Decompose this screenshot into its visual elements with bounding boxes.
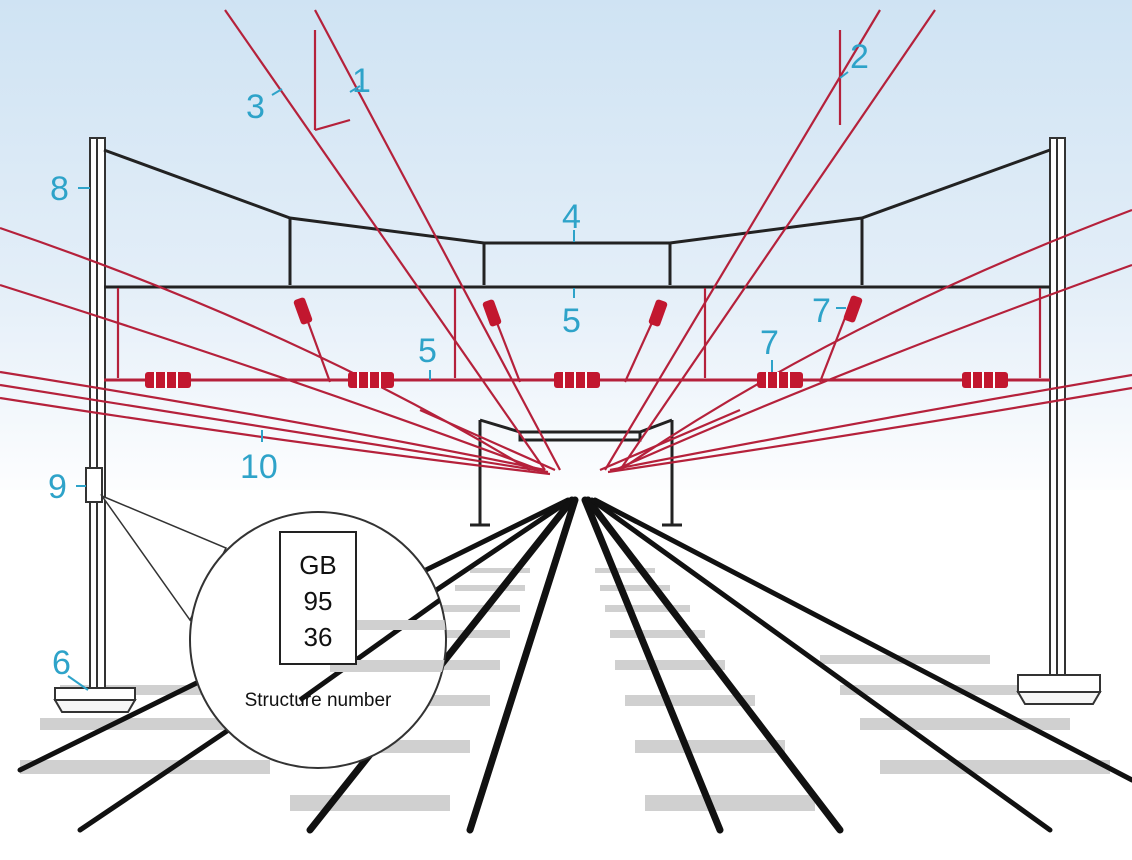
callout-1: 1 <box>352 62 371 100</box>
catenary-wires <box>0 9 1132 476</box>
callout-5-upper: 5 <box>562 302 581 340</box>
callout-4: 4 <box>562 198 581 236</box>
plate-line-3: 36 <box>304 622 333 652</box>
plate-line-2: 95 <box>304 586 333 616</box>
plate-line-1: GB <box>299 550 337 580</box>
callout-5-lower: 5 <box>418 332 437 370</box>
callout-6: 6 <box>52 644 71 682</box>
callout-7-upper: 7 <box>812 292 831 330</box>
right-mast <box>1016 137 1102 705</box>
insulator-ridges <box>154 372 995 388</box>
sky <box>0 0 1132 510</box>
callouts: 1 2 3 4 5 5 6 7 7 8 9 10 <box>48 38 869 691</box>
cross-span-insulators <box>145 372 1008 388</box>
callout-3: 3 <box>246 88 265 126</box>
callout-2: 2 <box>850 38 869 76</box>
structure-number-plate <box>85 467 103 503</box>
headspan-wire <box>103 148 1051 289</box>
structure-number-caption: Structure number <box>245 690 392 711</box>
callout-9: 9 <box>48 468 67 506</box>
callout-7-lower: 7 <box>760 324 779 362</box>
callout-8: 8 <box>50 170 69 208</box>
suspension-insulators <box>293 295 863 327</box>
structure-number-sign <box>279 531 357 665</box>
magnifier: GB 95 36 Structure number <box>99 494 447 769</box>
callout-10: 10 <box>240 448 278 486</box>
